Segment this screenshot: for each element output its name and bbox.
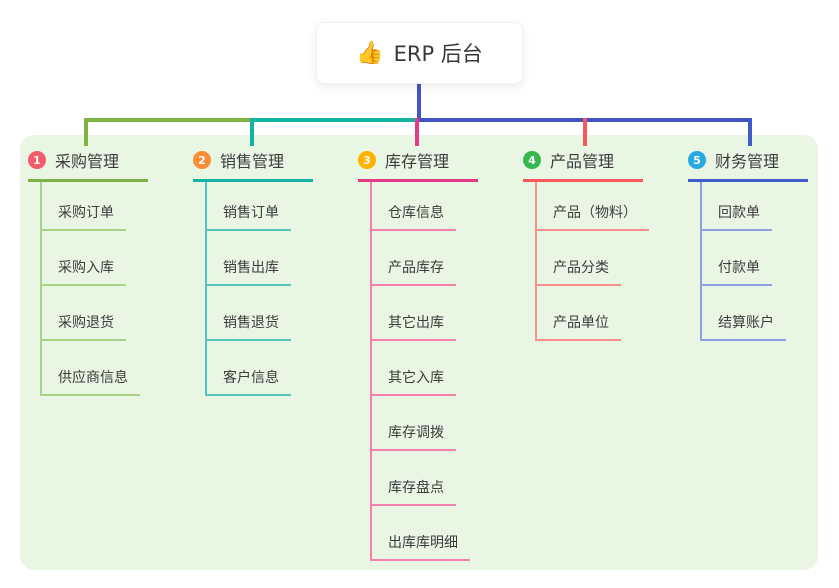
- branch-spine-line: [205, 181, 207, 396]
- branch-number-badge: 5: [688, 151, 706, 169]
- child-node[interactable]: 客户信息: [205, 368, 291, 396]
- child-node[interactable]: 付款单: [700, 258, 772, 286]
- branch-spine-line: [370, 181, 372, 561]
- bus-segment-middle: [250, 118, 419, 122]
- branch-drop-line: [250, 118, 254, 146]
- child-node[interactable]: 销售退货: [205, 313, 291, 341]
- child-node[interactable]: 库存调拨: [370, 423, 456, 451]
- branch-node[interactable]: 2 销售管理: [193, 148, 313, 182]
- child-node[interactable]: 结算账户: [700, 313, 786, 341]
- root-title: ERP 后台: [393, 42, 483, 66]
- branch-node[interactable]: 5 财务管理: [688, 148, 808, 182]
- child-node[interactable]: 产品库存: [370, 258, 456, 286]
- branch-drop-line: [583, 118, 587, 146]
- child-node[interactable]: 供应商信息: [40, 368, 140, 396]
- branch-label: 采购管理: [55, 152, 120, 171]
- branch-label: 销售管理: [220, 152, 285, 171]
- branch-label: 财务管理: [715, 152, 780, 171]
- branches-panel: [20, 135, 818, 570]
- branch-label: 产品管理: [550, 152, 615, 171]
- branch-number-badge: 2: [193, 151, 211, 169]
- bus-segment-left: [84, 118, 254, 122]
- child-node[interactable]: 采购退货: [40, 313, 126, 341]
- branch-drop-line: [84, 118, 88, 146]
- child-node[interactable]: 仓库信息: [370, 203, 456, 231]
- branch-label: 库存管理: [385, 152, 450, 171]
- branch-node[interactable]: 1 采购管理: [28, 148, 148, 182]
- child-node[interactable]: 产品分类: [535, 258, 621, 286]
- child-node[interactable]: 产品（物料）: [535, 203, 649, 231]
- branch-number-badge: 4: [523, 151, 541, 169]
- root-node[interactable]: 👍 ERP 后台: [316, 22, 523, 84]
- branch-spine-line: [535, 181, 537, 341]
- child-node[interactable]: 采购入库: [40, 258, 126, 286]
- child-node[interactable]: 回款单: [700, 203, 772, 231]
- child-node[interactable]: 其它入库: [370, 368, 456, 396]
- child-node[interactable]: 销售出库: [205, 258, 291, 286]
- child-node[interactable]: 产品单位: [535, 313, 621, 341]
- child-node[interactable]: 销售订单: [205, 203, 291, 231]
- child-node[interactable]: 库存盘点: [370, 478, 456, 506]
- thumbs-up-icon: 👍: [356, 40, 384, 66]
- branch-node[interactable]: 3 库存管理: [358, 148, 478, 182]
- root-connector-line: [417, 84, 421, 122]
- child-node[interactable]: 出库库明细: [370, 533, 470, 561]
- branch-drop-line: [415, 118, 419, 146]
- branch-node[interactable]: 4 产品管理: [523, 148, 643, 182]
- branch-number-badge: 1: [28, 151, 46, 169]
- branch-number-badge: 3: [358, 151, 376, 169]
- branch-spine-line: [40, 181, 42, 396]
- child-node[interactable]: 采购订单: [40, 203, 126, 231]
- child-node[interactable]: 其它出库: [370, 313, 456, 341]
- branch-drop-line: [748, 118, 752, 146]
- branch-spine-line: [700, 181, 702, 341]
